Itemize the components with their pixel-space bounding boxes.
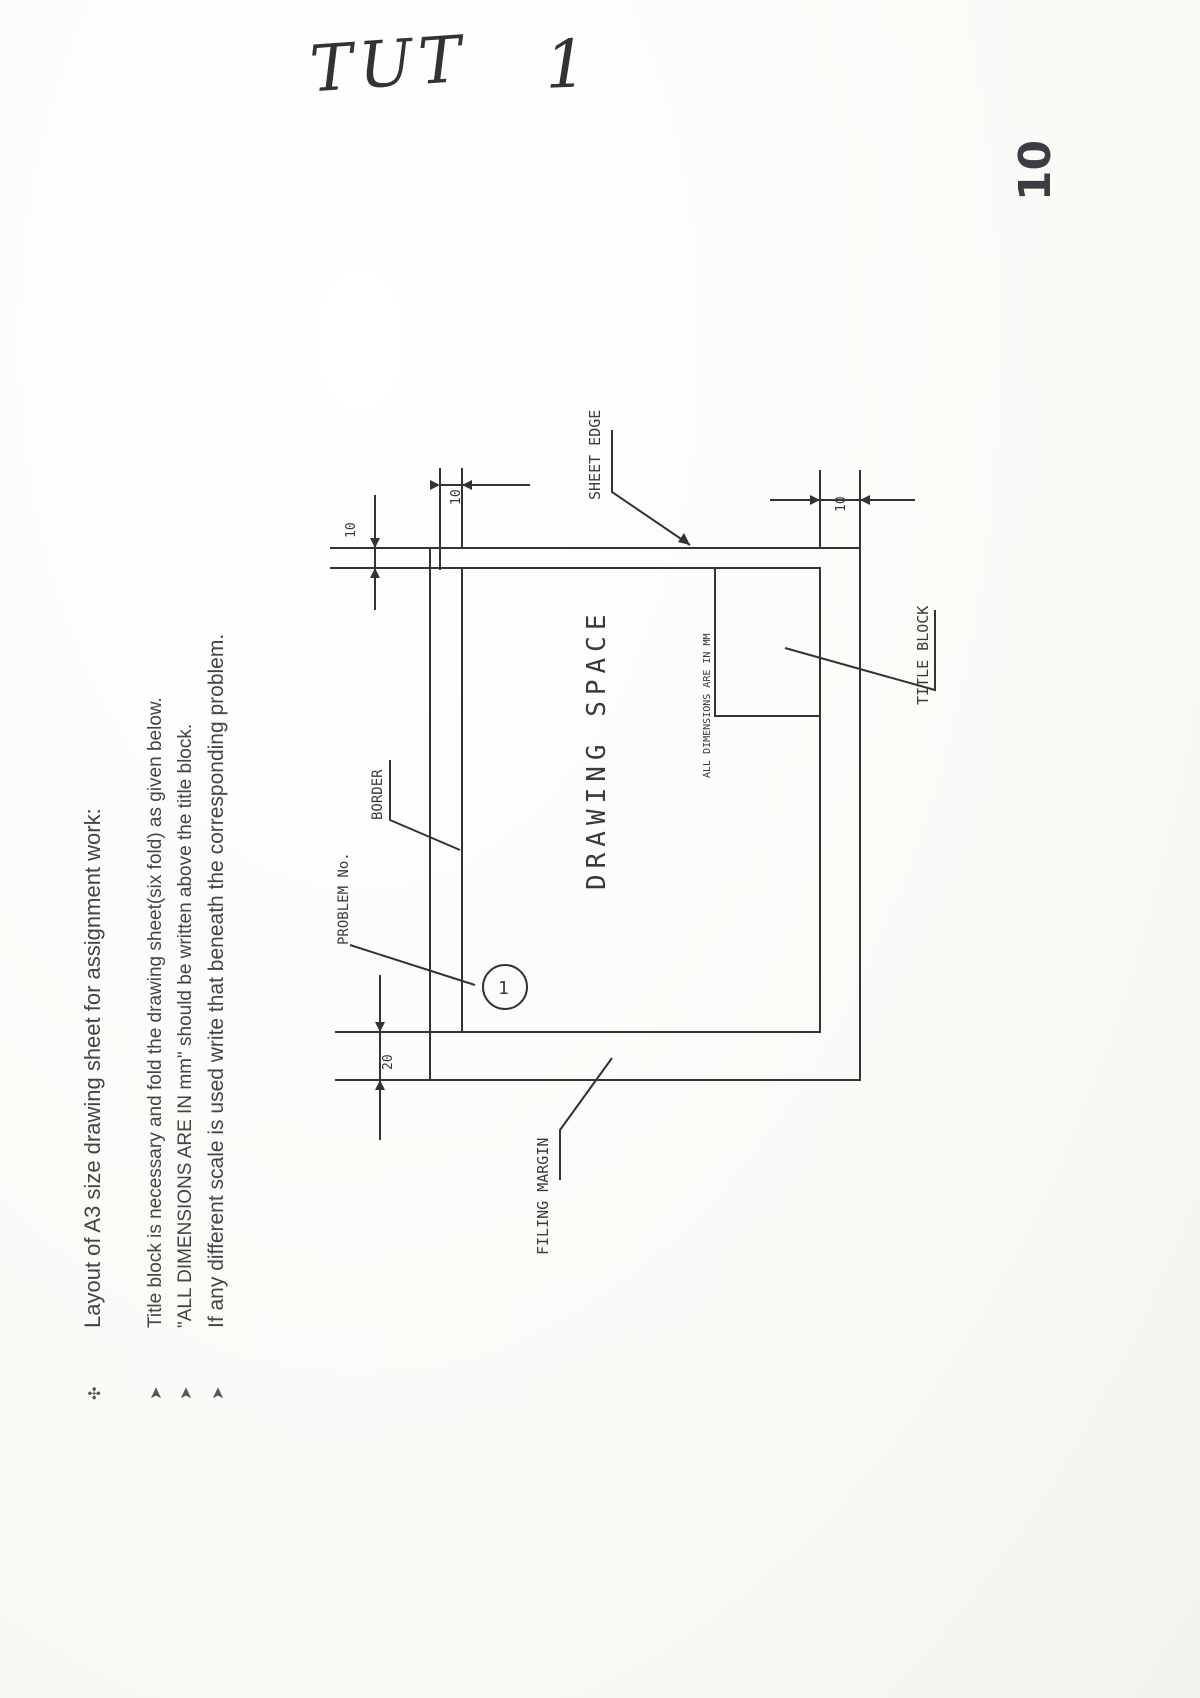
dim-right-sheet: 10: [834, 496, 849, 512]
border-outline: [461, 567, 821, 1033]
title-block-leader: [784, 610, 936, 692]
border-leader: [389, 760, 461, 851]
dim-left-margin: 20: [381, 1054, 396, 1070]
problem-circle-number: 1: [498, 978, 509, 999]
border-label: BORDER: [370, 769, 386, 820]
filing-margin-label: FILING MARGIN: [534, 1138, 552, 1255]
sheet-edge-leader: [611, 430, 691, 546]
dim-top-border: 10: [449, 489, 464, 505]
title-block-box: [714, 567, 821, 717]
sheet-edge-label: SHEET EDGE: [586, 410, 604, 500]
drawing-space-label: DRAWING SPACE: [582, 609, 612, 891]
filing-margin-leader: [559, 1057, 613, 1180]
dim-top-sheet: 10: [344, 522, 359, 538]
title-block-label: TITLE BLOCK: [914, 606, 932, 705]
dimension-note-label: ALL DIMENSIONS ARE IN MM: [702, 634, 713, 779]
problem-number-circle: [482, 964, 528, 1010]
problem-no-leader: [349, 944, 476, 986]
sheet-edge-outline: [429, 547, 861, 1081]
problem-no-label: PROBLEM No.: [336, 852, 352, 945]
